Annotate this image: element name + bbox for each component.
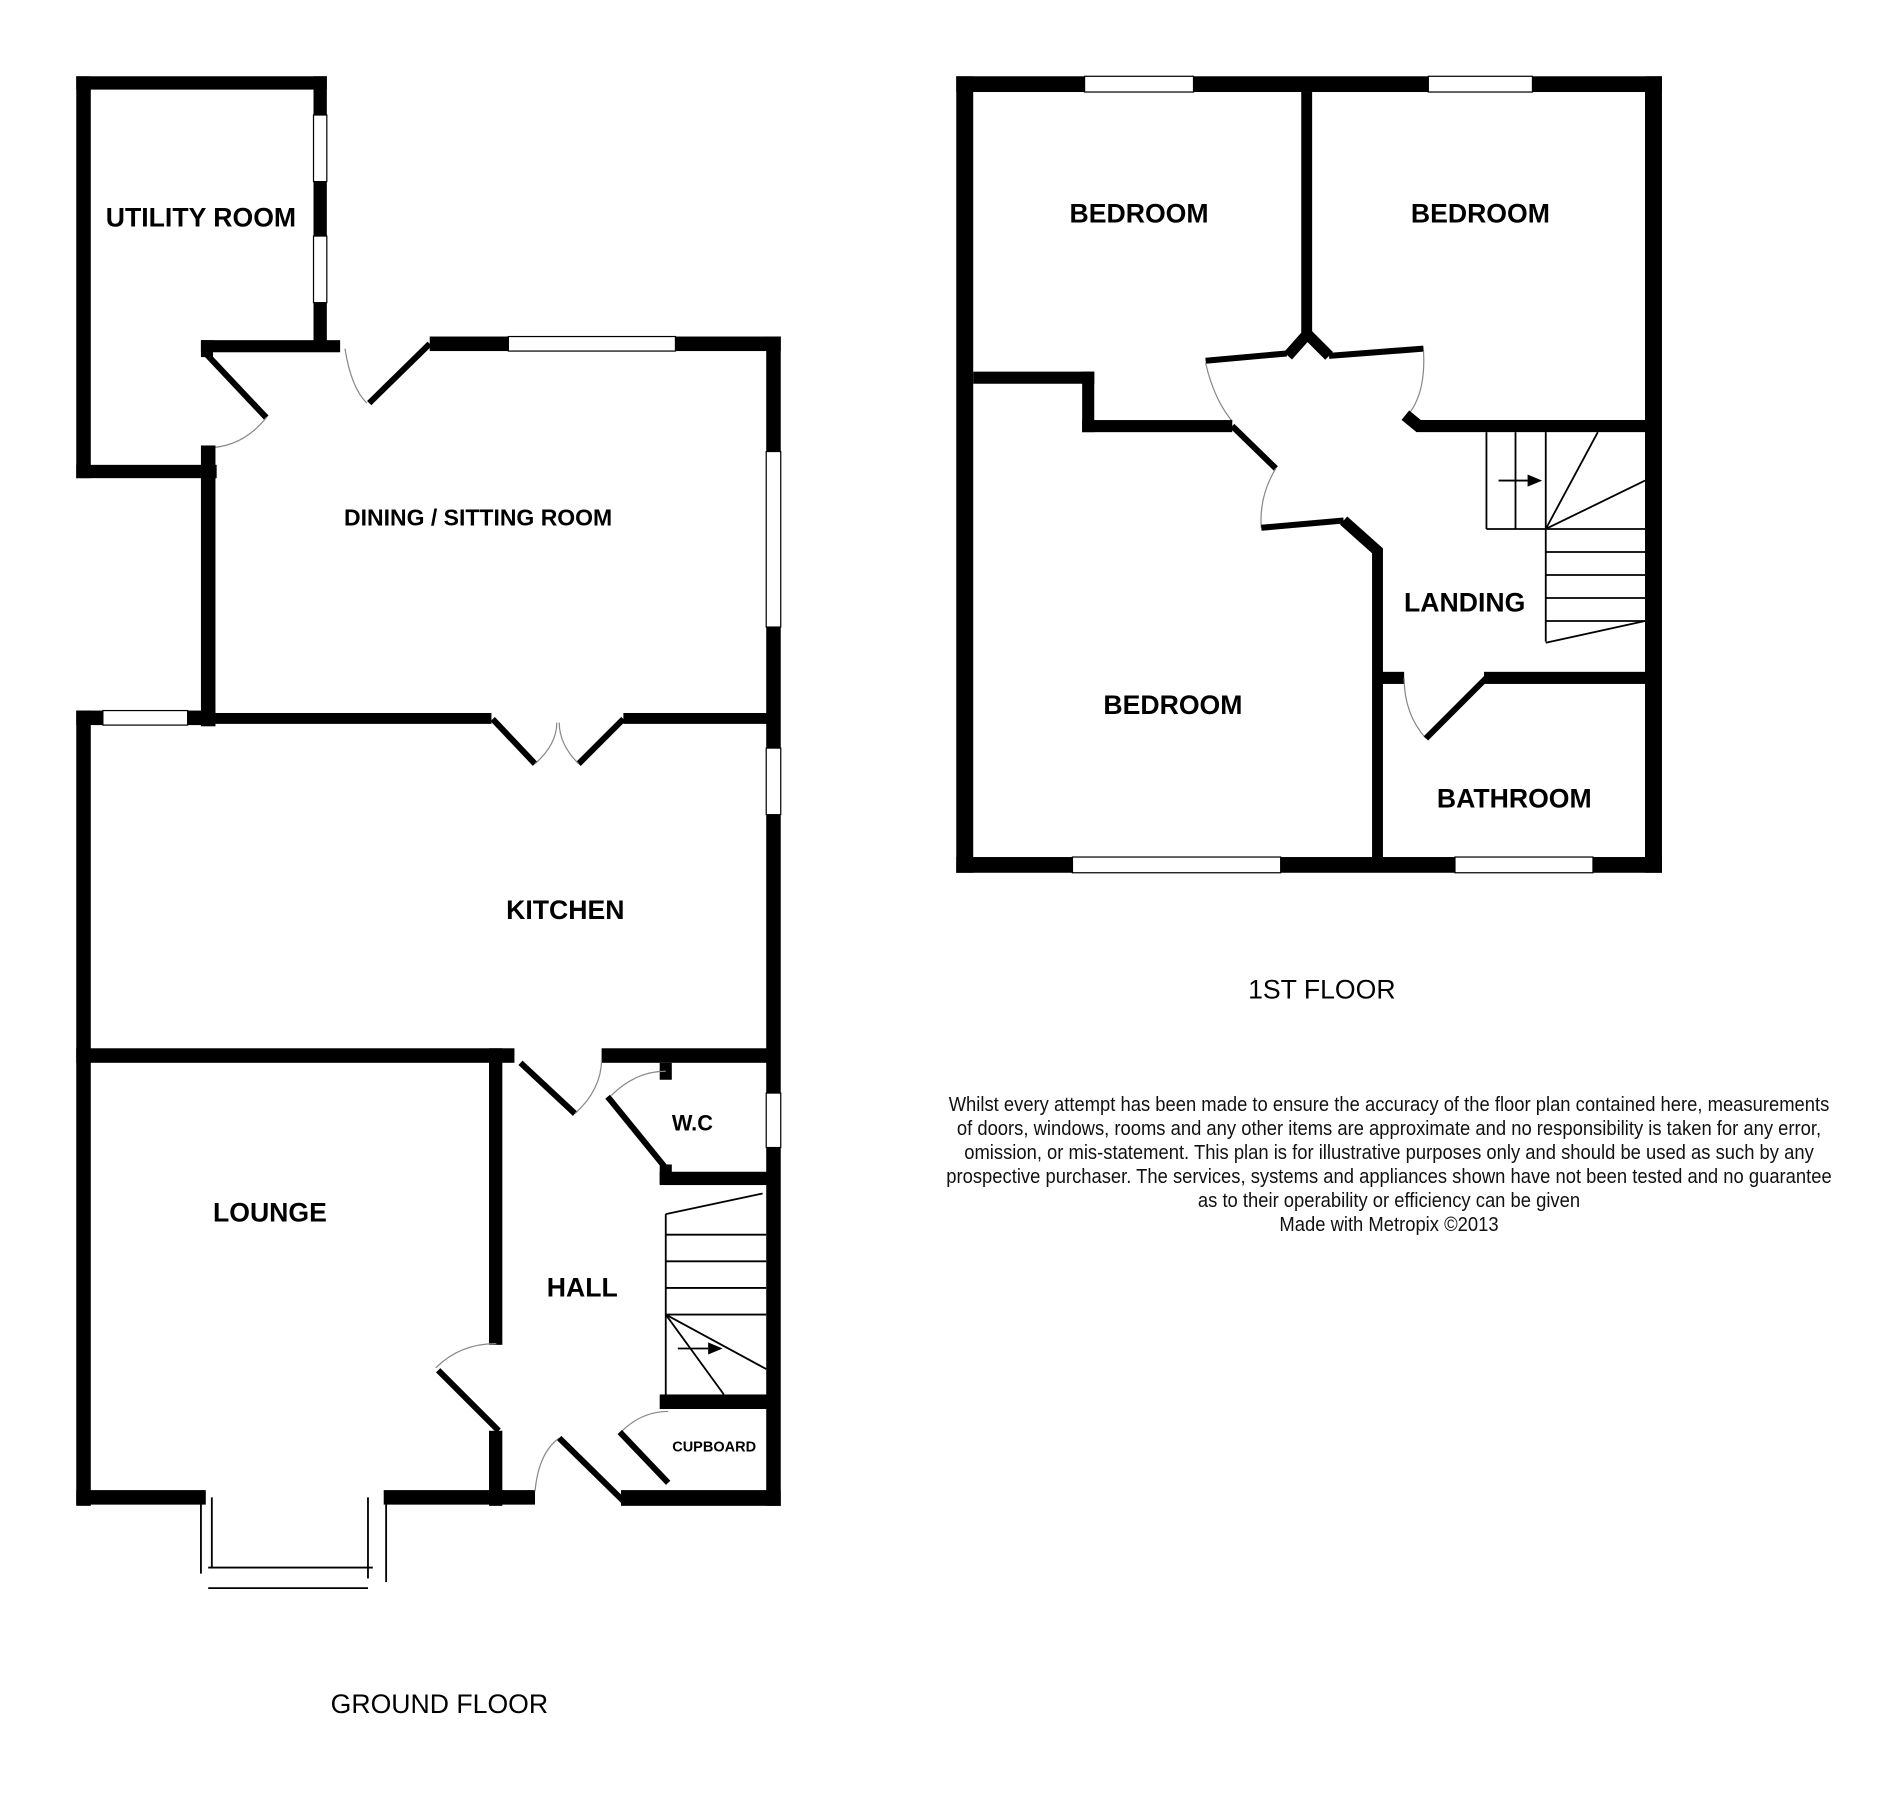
- staircase: [1485, 431, 1646, 644]
- window: [1427, 75, 1534, 93]
- window: [1083, 75, 1195, 93]
- window: [765, 747, 782, 816]
- wall: [659, 1171, 775, 1186]
- room-label-dining: DINING / SITTING ROOM: [344, 504, 612, 530]
- wall: [200, 712, 492, 724]
- door-swing: [620, 1410, 669, 1433]
- wall: [1230, 423, 1278, 471]
- window: [312, 114, 328, 183]
- window: [102, 709, 189, 726]
- disclaimer-line: prospective purchaser. The services, sys…: [946, 1166, 1832, 1188]
- door: [1328, 345, 1424, 359]
- wall: [489, 1048, 503, 1345]
- door: [605, 1094, 669, 1171]
- disclaimer-credit: Made with Metropix ©2013: [1279, 1214, 1499, 1236]
- disclaimer: Whilst every attempt has been made to en…: [921, 1093, 1858, 1237]
- door: [203, 351, 269, 420]
- disclaimer-line: of doors, windows, rooms and any other i…: [956, 1118, 1822, 1140]
- door: [576, 716, 626, 766]
- ground-floor-title: GROUND FLOOR: [331, 1689, 548, 1719]
- room-label-wc: W.C: [672, 1111, 713, 1136]
- room-label-bedroom-3: BEDROOM: [1103, 690, 1242, 720]
- wall: [1377, 671, 1405, 684]
- door: [518, 1060, 578, 1116]
- door-swing: [534, 722, 558, 765]
- disclaimer-line: Whilst every attempt has been made to en…: [948, 1094, 1830, 1116]
- staircase: [664, 1192, 767, 1396]
- door-swing: [1403, 677, 1427, 739]
- arrow-icon: [708, 1342, 723, 1355]
- wall: [200, 464, 216, 727]
- door: [490, 716, 538, 766]
- window: [765, 450, 782, 628]
- room-label-kitchen: KITCHEN: [506, 895, 624, 925]
- room-label-landing: LANDING: [1404, 587, 1525, 617]
- wall: [1645, 76, 1662, 873]
- door-swing: [1205, 363, 1233, 422]
- window: [765, 1092, 782, 1149]
- room-label-bedroom-2: BEDROOM: [1411, 199, 1550, 229]
- door: [557, 1435, 626, 1504]
- wall: [76, 76, 327, 90]
- door-swing: [1407, 351, 1425, 416]
- disclaimer-line: as to their operability or efficiency ca…: [1197, 1190, 1581, 1212]
- room-label-utility: UTILITY ROOM: [106, 202, 296, 232]
- bay-window: [200, 1497, 388, 1590]
- door: [617, 1429, 671, 1485]
- wall: [1283, 326, 1333, 360]
- wall: [973, 371, 1095, 384]
- wall: [620, 1490, 781, 1506]
- wall: [1401, 410, 1653, 433]
- ground-floor-plan: UTILITY ROOM DINING / SITTING ROOM KITCH…: [76, 76, 782, 1719]
- wall: [1339, 516, 1383, 858]
- wall: [1484, 671, 1654, 684]
- first-floor-plan: BEDROOM BEDROOM BEDROOM LANDING BATHROOM…: [956, 75, 1662, 1005]
- wall: [76, 710, 91, 1506]
- door-swing: [534, 1437, 560, 1492]
- door-swing: [205, 417, 267, 449]
- wall: [623, 712, 775, 724]
- room-label-bedroom-1: BEDROOM: [1070, 199, 1209, 229]
- wall: [200, 340, 341, 353]
- wall: [489, 1430, 503, 1506]
- door: [1261, 517, 1344, 531]
- arrow-icon: [1527, 474, 1543, 487]
- wall: [766, 336, 781, 1506]
- door: [436, 1368, 501, 1433]
- door: [1423, 675, 1489, 741]
- wall: [1301, 92, 1313, 335]
- window: [507, 335, 677, 352]
- door-swing: [1260, 468, 1277, 528]
- door: [367, 341, 432, 406]
- room-label-cupboard: CUPBOARD: [672, 1439, 756, 1455]
- window: [1071, 856, 1282, 874]
- wall: [76, 464, 217, 479]
- wall: [659, 1394, 775, 1409]
- wall: [76, 1048, 515, 1063]
- room-label-bathroom: BATHROOM: [1437, 783, 1592, 813]
- window: [1454, 856, 1594, 874]
- door-swing: [344, 348, 368, 404]
- wall: [76, 1490, 206, 1505]
- wall: [956, 76, 974, 873]
- wall: [956, 76, 1662, 93]
- room-label-hall: HALL: [547, 1272, 618, 1302]
- disclaimer-line: omission, or mis-statement. This plan is…: [964, 1142, 1814, 1164]
- window: [312, 235, 328, 304]
- door-swing: [435, 1343, 497, 1369]
- wall: [76, 76, 91, 479]
- first-floor-title: 1ST FLOOR: [1248, 975, 1395, 1005]
- door: [1205, 350, 1287, 364]
- door-swing: [558, 722, 580, 765]
- wall: [383, 1490, 536, 1505]
- wall: [1082, 371, 1095, 433]
- door-swing: [574, 1059, 603, 1115]
- door-swing: [610, 1070, 666, 1096]
- room-label-lounge: LOUNGE: [213, 1197, 327, 1227]
- wall: [200, 340, 214, 358]
- wall: [601, 1048, 772, 1063]
- wall: [1082, 420, 1233, 433]
